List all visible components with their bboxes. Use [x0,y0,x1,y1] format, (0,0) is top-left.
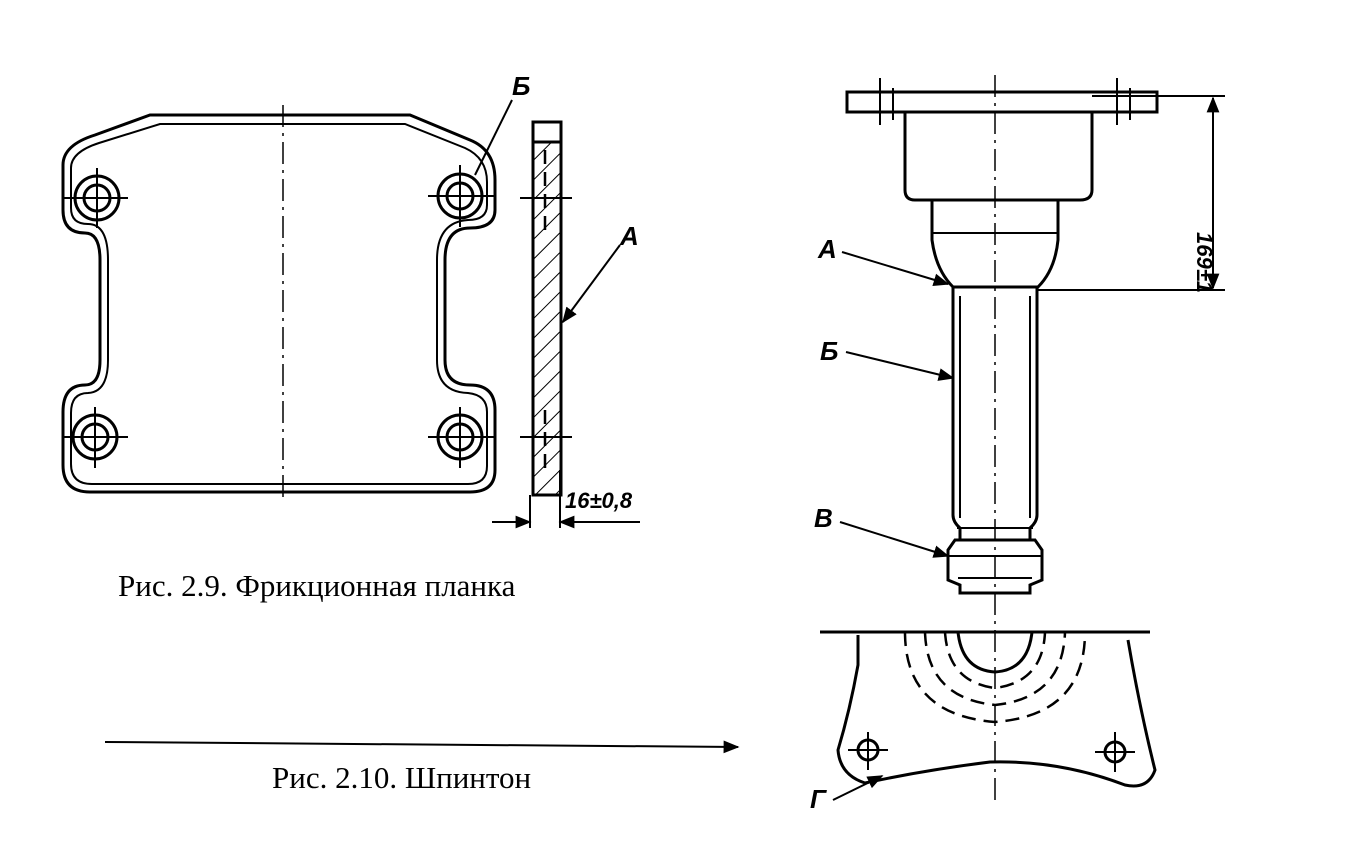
friction-plate-outline [61,113,497,494]
separator-line [104,740,740,754]
dimension-thickness: 16±0,8 [565,488,633,513]
label-v-pin: В [814,503,833,533]
caption-fig-2-9: Рис. 2.9. Фрикционная планка [118,568,516,603]
bolt-hole-top-left [62,168,128,228]
dimension-height: 169±1 [1192,232,1217,293]
flange [845,90,1159,114]
label-a-pin: А [817,234,837,264]
bracket-outline [836,635,1157,788]
label-a-plate: А [619,221,639,251]
bracket-groove-outer [903,631,1087,724]
bracket-hole-left [848,732,888,770]
friction-plate-front-view: Б [61,71,530,500]
bolt-hole-bottom-left [62,407,128,468]
shpinton-drawing: 169±1 А Б В Г [810,75,1225,814]
bolt-hole-bottom-right [428,407,495,468]
bracket-hole-right [1095,732,1135,772]
friction-plate-section-view: 16±0,8 А [492,120,640,529]
pin-neck [930,200,1060,289]
pin-thread [946,538,1044,595]
pin-head [903,112,1094,202]
label-b-plate: Б [512,71,530,101]
label-b-pin: Б [820,336,838,366]
caption-fig-2-10: Рис. 2.10. Шпинтон [272,760,532,795]
bracket-bore [956,631,1034,674]
leader-a-plate [562,244,621,324]
label-g-pin: Г [810,784,827,814]
bolt-hole-top-right [428,165,495,227]
leader-b-plate [474,99,513,176]
